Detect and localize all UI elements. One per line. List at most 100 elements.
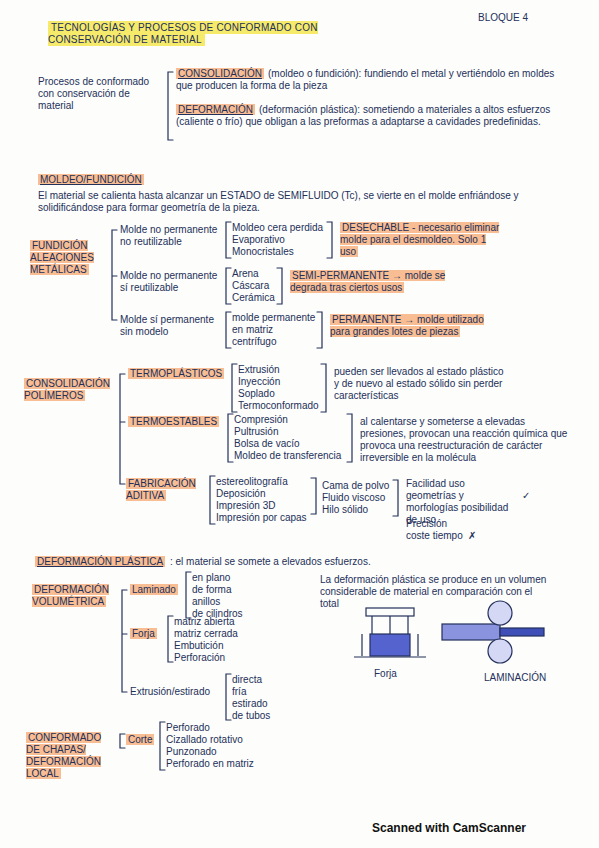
note-text: Bolsa de vacío — [234, 438, 300, 450]
highlight-term: CONFORMADO DE CHAPAS/ DEFORMACIÓN LOCAL — [26, 732, 116, 780]
note-text: Embutición — [174, 640, 223, 652]
note-text: Forja — [374, 668, 397, 680]
note-text: Soplado — [238, 388, 275, 400]
note-text: directa — [232, 674, 262, 686]
note-box: Bolsa de vacío — [234, 438, 300, 450]
term-text: DESECHABLE - necesario eliminar molde pa… — [340, 222, 499, 257]
note-box: Cizallado rotativo — [166, 734, 243, 746]
note-text: Hilo sólido — [322, 504, 368, 516]
note-text: de forma — [192, 584, 231, 596]
note-box: Cerámica — [232, 292, 275, 304]
note-box: Impresión 3D — [216, 500, 275, 512]
note-box: Procesos de conformado con conservación … — [38, 76, 163, 112]
note-box: Extrusión — [238, 364, 280, 376]
note-box: estirado — [232, 698, 268, 710]
note-text: Perforación — [174, 652, 225, 664]
note-text: ✓ — [522, 490, 530, 502]
note-box: Pultrusión — [234, 426, 278, 438]
note-box: molde permanente — [232, 312, 315, 324]
note-text: El material se calienta hasta alcanzar u… — [38, 190, 573, 214]
note-box: en matriz — [232, 324, 273, 336]
note-text: Fluido viscoso — [322, 492, 385, 504]
note-text: fría — [232, 686, 246, 698]
note-text: Precisión coste tiempo — [406, 518, 464, 542]
term-text: CONFORMADO DE CHAPAS/ DEFORMACIÓN LOCAL — [26, 732, 101, 779]
note-box: Impresión por capas — [216, 512, 307, 524]
note-text: Impresión por capas — [216, 512, 307, 524]
highlight-term: Laminado — [130, 584, 178, 596]
term-text: Forja — [130, 628, 157, 639]
note-box: Monocristales — [232, 246, 294, 258]
note-text: molde permanente — [232, 312, 315, 324]
note-box: fría — [232, 686, 246, 698]
term-text: TERMOESTABLES — [128, 416, 219, 427]
highlight-term: PERMANENTE → molde utilizado para grande… — [330, 314, 505, 338]
note-box: centrífugo — [232, 336, 276, 348]
note-text: de tubos — [232, 710, 270, 722]
note-text: Arena — [232, 268, 259, 280]
note-text: estereolitografía — [216, 476, 288, 488]
note-box: Perforado en matriz — [166, 758, 254, 770]
note-text: Moldeo cera perdida — [232, 222, 323, 234]
note-text: Extrusión/estirado — [130, 686, 210, 698]
note-text: Evaporativo — [232, 234, 285, 246]
term-text: DEFORMACIÓN PLÁSTICA — [35, 556, 165, 567]
note-box: de tubos — [232, 710, 270, 722]
highlight-term: CONSOLIDACIÓN — [176, 68, 264, 80]
note-text: Cama de polvo — [322, 480, 389, 492]
note-text: estirado — [232, 698, 268, 710]
note-box: Precisión coste tiempo — [406, 518, 464, 542]
highlight-term: FABRICACIÓN ADITIVA — [126, 478, 196, 502]
term-text: Laminado — [130, 584, 178, 595]
note-text: centrífugo — [232, 336, 276, 348]
note-box: Molde sí permanente sin modelo — [120, 314, 224, 338]
title-box: TECNOLOGÍAS Y PROCESOS DE CONFORMADO CON… — [48, 22, 340, 46]
note-text: Extrusión — [238, 364, 280, 376]
note-text: pueden ser llevados al estado plástico y… — [334, 366, 509, 402]
note-box: Moldeo de transferencia — [234, 450, 341, 462]
term-text: PERMANENTE → molde utilizado para grande… — [330, 314, 484, 337]
term-text: DEFORMACIÓN — [176, 104, 255, 115]
note-box: en plano — [192, 572, 230, 584]
highlight-term: Forja — [130, 628, 157, 640]
highlight-term: TERMOPLÁSTICOS — [128, 368, 224, 380]
term-text: MOLDEO/FUNDICIÓN — [38, 174, 144, 185]
note-box: Termoconformado — [238, 400, 319, 412]
note-text: Perforado en matriz — [166, 758, 254, 770]
highlight-term: DESECHABLE - necesario eliminar molde pa… — [340, 222, 500, 258]
note-box: Arena — [232, 268, 259, 280]
note-box: estereolitografía — [216, 476, 288, 488]
note-text: (deformación plástica): sometiendo a mat… — [176, 104, 566, 128]
note-text: Deposición — [216, 488, 265, 500]
note-box: Deposición — [216, 488, 265, 500]
highlight-term: FUNDICIÓN ALEACIONES METÁLICAS — [30, 240, 96, 276]
note-text: Cáscara — [232, 280, 269, 292]
note-text: Monocristales — [232, 246, 294, 258]
highlight-term: DEFORMACIÓN VOLUMÉTRICA — [32, 584, 109, 608]
highlight-term: Corte — [126, 734, 154, 746]
note-box: El material se calienta hasta alcanzar u… — [38, 190, 573, 214]
note-box: pueden ser llevados al estado plástico y… — [334, 366, 509, 402]
note-box: Perforado — [166, 722, 210, 734]
note-box: Scanned with CamScanner — [372, 822, 526, 834]
note-box: Soplado — [238, 388, 275, 400]
title-text: TECNOLOGÍAS Y PROCESOS DE CONFORMADO CON… — [48, 21, 318, 46]
note-text: La deformación plástica se produce en un… — [320, 574, 550, 610]
note-box: ✗ — [468, 530, 476, 542]
note-text: Moldeo de transferencia — [234, 450, 341, 462]
note-text: ✗ — [468, 530, 476, 542]
note-box: Embutición — [174, 640, 223, 652]
term-text: SEMI-PERMANENTE → molde se degrada tras … — [290, 270, 445, 293]
note-text: Molde no permanente no reutilizable — [120, 224, 224, 248]
note-text: (moldeo o fundición): fundiendo el metal… — [176, 68, 566, 92]
term-text: TERMOPLÁSTICOS — [128, 368, 224, 379]
note-box: Molde no permanente no reutilizable — [120, 224, 224, 248]
note-text: matriz abierta — [174, 616, 235, 628]
highlight-term: SEMI-PERMANENTE → molde se degrada tras … — [290, 270, 465, 294]
highlight-term: DEFORMACIÓN PLÁSTICA — [35, 556, 165, 568]
highlight-term: MOLDEO/FUNDICIÓN — [38, 174, 144, 186]
note-text: Perforado — [166, 722, 210, 734]
term-text: DEFORMACIÓN VOLUMÉTRICA — [32, 584, 109, 607]
note-text: Procesos de conformado con conservación … — [38, 76, 163, 112]
